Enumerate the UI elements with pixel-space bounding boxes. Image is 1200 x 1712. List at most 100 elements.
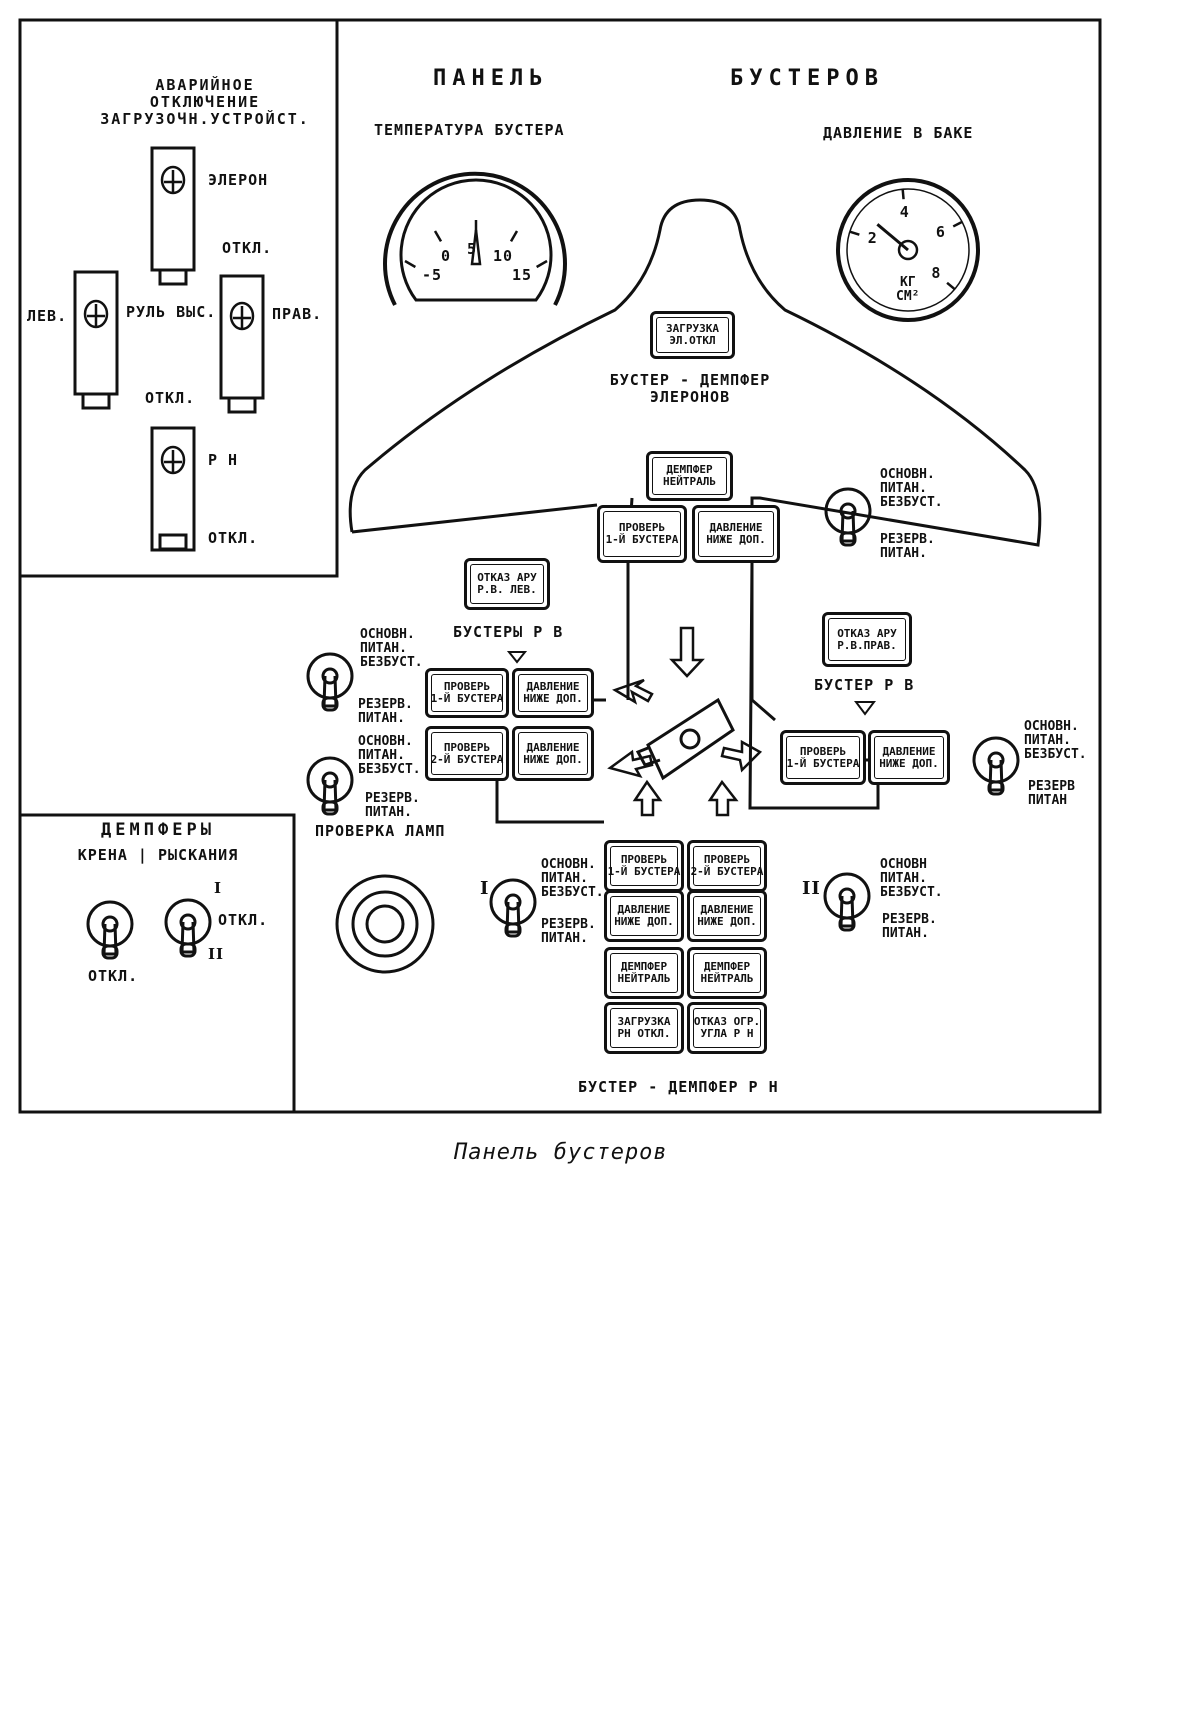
lamp-rv-left-check-2: ПРОВЕРЬ 2-Й БУСТЕРА: [425, 726, 509, 781]
emergency-left-label: ЛЕВ.: [27, 307, 68, 325]
toggle-switch-rn-2[interactable]: [823, 872, 871, 932]
switch-aileron-bottom-label: РЕЗЕРВ. ПИТАН.: [880, 532, 935, 561]
emergency-subpanel-frame: [18, 18, 339, 578]
rn-switch2-top-label: ОСНОВН ПИТАН. БЕЗБУСТ.: [880, 857, 943, 900]
lamp-rn-8: ОТКАЗ ОГР. УГЛА Р Н: [687, 1002, 767, 1054]
toggle-switch-rn-1[interactable]: [489, 878, 537, 938]
control-stick-plate: [646, 697, 735, 781]
control-stick-hole: [679, 728, 701, 750]
lamp-rn-2: ПРОВЕРЬ 2-Й БУСТЕРА: [687, 840, 767, 892]
press-tick-label-2: 6: [935, 222, 946, 241]
lamp-rn-4: ДАВЛЕНИЕ НИЖЕ ДОП.: [687, 890, 767, 942]
lamp-rn-3: ДАВЛЕНИЕ НИЖЕ ДОП.: [604, 890, 684, 942]
toggle-switch-damper-yaw[interactable]: [164, 898, 212, 958]
figure-caption: Панель бустеров: [454, 1140, 668, 1165]
arrow-left-up: [612, 678, 654, 705]
toggle-switch-rv-left-2[interactable]: [306, 756, 354, 816]
rn-switch1-roman: I: [480, 878, 490, 899]
emergency-rudder-label: Р Н: [208, 451, 239, 469]
aileron-booster-label: БУСТЕР - ДЕМПФЕР ЭЛЕРОНОВ: [609, 371, 771, 406]
switch-aileron-top-label: ОСНОВН. ПИТАН. БЕЗБУСТ.: [880, 467, 943, 510]
emergency-elevator-label: РУЛЬ ВЫС.: [126, 303, 217, 321]
temp-tick-label-4: 15: [512, 266, 533, 284]
aircraft-silhouette: [348, 198, 1042, 810]
damper-roll-off-label: ОТКЛ.: [88, 967, 139, 985]
emergency-switch-aileron: [150, 146, 196, 286]
switch-rv-right-bottom-label: РЕЗЕРВ ПИТАН: [1028, 779, 1075, 808]
rn-switch1-bottom-label: РЕЗЕРВ. ПИТАН.: [541, 917, 596, 946]
emergency-switch-right: [219, 274, 265, 414]
pressure-gauge-drawing: [836, 178, 980, 322]
toggle-switch-rv-left-1[interactable]: [306, 652, 354, 712]
lamp-rn-5: ДЕМПФЕР НЕЙТРАЛЬ: [604, 947, 684, 999]
rn-switch1-top-label: ОСНОВН. ПИТАН. БЕЗБУСТ.: [541, 857, 604, 900]
arrow-up-left: [632, 779, 663, 817]
dampers-subtitle: КРЕНА | РЫСКАНИЯ: [77, 846, 239, 864]
lamp-test-knob: [335, 874, 435, 974]
emergency-off-mid-label: ОТКЛ.: [145, 389, 196, 407]
fuselage-right-inner: [750, 560, 776, 722]
press-tick-1: [901, 189, 905, 200]
panel-title-left: ПАНЕЛЬ: [433, 66, 549, 91]
pressure-unit-bottom: СМ²: [896, 289, 920, 304]
arrow-up-right: [707, 779, 739, 817]
dampers-title: ДЕМПФЕРЫ: [101, 820, 215, 840]
toggle-switch-rv-right[interactable]: [972, 736, 1020, 796]
panel-title-right: БУСТЕРОВ: [730, 66, 884, 91]
emergency-off-bottom-label: ОТКЛ.: [208, 529, 259, 547]
emergency-right-label: ПРАВ.: [272, 305, 323, 323]
temp-tick-1: [433, 230, 443, 243]
switch-rv-left1-bottom-label: РЕЗЕРВ. ПИТАН.: [358, 697, 413, 726]
lamp-rv-right-check: ПРОВЕРЬ 1-Й БУСТЕРА: [780, 730, 866, 785]
lamp-rv-left-check-1: ПРОВЕРЬ 1-Й БУСТЕРА: [425, 668, 509, 718]
temp-tick-0: [404, 259, 417, 269]
temp-needle: [470, 229, 482, 266]
switch-rv-right-top-label: ОСНОВН. ПИТАН. БЕЗБУСТ.: [1024, 719, 1087, 762]
rn-switch2-bottom-label: РЕЗЕРВ. ПИТАН.: [882, 912, 937, 941]
emergency-off-top-label: ОТКЛ.: [222, 239, 273, 257]
toggle-switch-aileron[interactable]: [824, 487, 872, 547]
switch-rv-left1-top-label: ОСНОВН. ПИТАН. БЕЗБУСТ.: [360, 627, 423, 670]
lamp-rn-7: ЗАГРУЗКА РН ОТКЛ.: [604, 1002, 684, 1054]
rv-left-label: БУСТЕРЫ Р В: [453, 623, 564, 641]
arrow-down: [669, 626, 705, 678]
lamp-rv-right-pressure: ДАВЛЕНИЕ НИЖЕ ДОП.: [868, 730, 950, 785]
temp-tick-label-1: 0: [441, 246, 452, 265]
press-tick-label-3: 8: [931, 263, 942, 282]
emergency-switch-left: [73, 270, 119, 410]
lamp-aileron-damper-neutral: ДЕМПФЕР НЕЙТРАЛЬ: [646, 451, 733, 501]
damper-yaw-pos2-label: II: [208, 945, 225, 963]
lamp-rn-6: ДЕМПФЕР НЕЙТРАЛЬ: [687, 947, 767, 999]
temp-tick-label-3: 10: [493, 246, 514, 265]
press-tick-label-0: 2: [867, 228, 878, 247]
press-tick-0: [849, 230, 860, 236]
pressure-unit-top: КГ: [900, 275, 916, 290]
dampers-subpanel-frame: [18, 813, 296, 1114]
rv-right-indicator-triangle: [854, 701, 876, 716]
wing-to-lamps-left: [351, 503, 598, 534]
lamp-rv-left-pressure-1: ДАВЛЕНИЕ НИЖЕ ДОП.: [512, 668, 594, 718]
temp-gauge-label: ТЕМПЕРАТУРА БУСТЕРА: [374, 121, 565, 139]
toggle-switch-damper-roll[interactable]: [86, 900, 134, 960]
rv-right-label: БУСТЕР Р В: [814, 676, 915, 694]
rn-booster-label: БУСТЕР - ДЕМПФЕР Р Н: [578, 1078, 779, 1096]
press-tick-label-1: 4: [899, 203, 910, 222]
switch-rv-left2-bottom-label: РЕЗЕРВ. ПИТАН.: [365, 791, 420, 820]
press-needle: [876, 223, 909, 252]
rv-left-indicator-triangle: [506, 651, 528, 664]
temp-tick-label-0: -5: [421, 266, 443, 284]
pressure-gauge-label: ДАВЛЕНИЕ В БАКЕ: [823, 124, 974, 142]
press-tick-2: [952, 220, 963, 228]
temp-tick-4: [535, 259, 548, 269]
emergency-title: АВАРИЙНОЕ ОТКЛЮЧЕНИЕ ЗАГРУЗОЧН.УСТРОЙСТ.: [100, 76, 310, 128]
lamp-check-label: ПРОВЕРКА ЛАМП: [315, 822, 446, 840]
press-needle-hub: [897, 239, 919, 261]
arrow-right-low: [720, 739, 763, 773]
temp-tick-label-2: 5: [467, 240, 478, 258]
lamp-arv-right-failure: ОТКАЗ АРУ Р.В.ПРАВ.: [822, 612, 912, 667]
temp-tick-3: [509, 230, 519, 243]
arrow-left-low: [607, 749, 654, 778]
lamp-aileron-load-off: ЗАГРУЗКА ЭЛ.ОТКЛ: [650, 311, 735, 359]
lamp-arv-left-failure: ОТКАЗ АРУ Р.В. ЛЕВ.: [464, 558, 550, 610]
rn-switch2-roman: II: [802, 878, 821, 899]
